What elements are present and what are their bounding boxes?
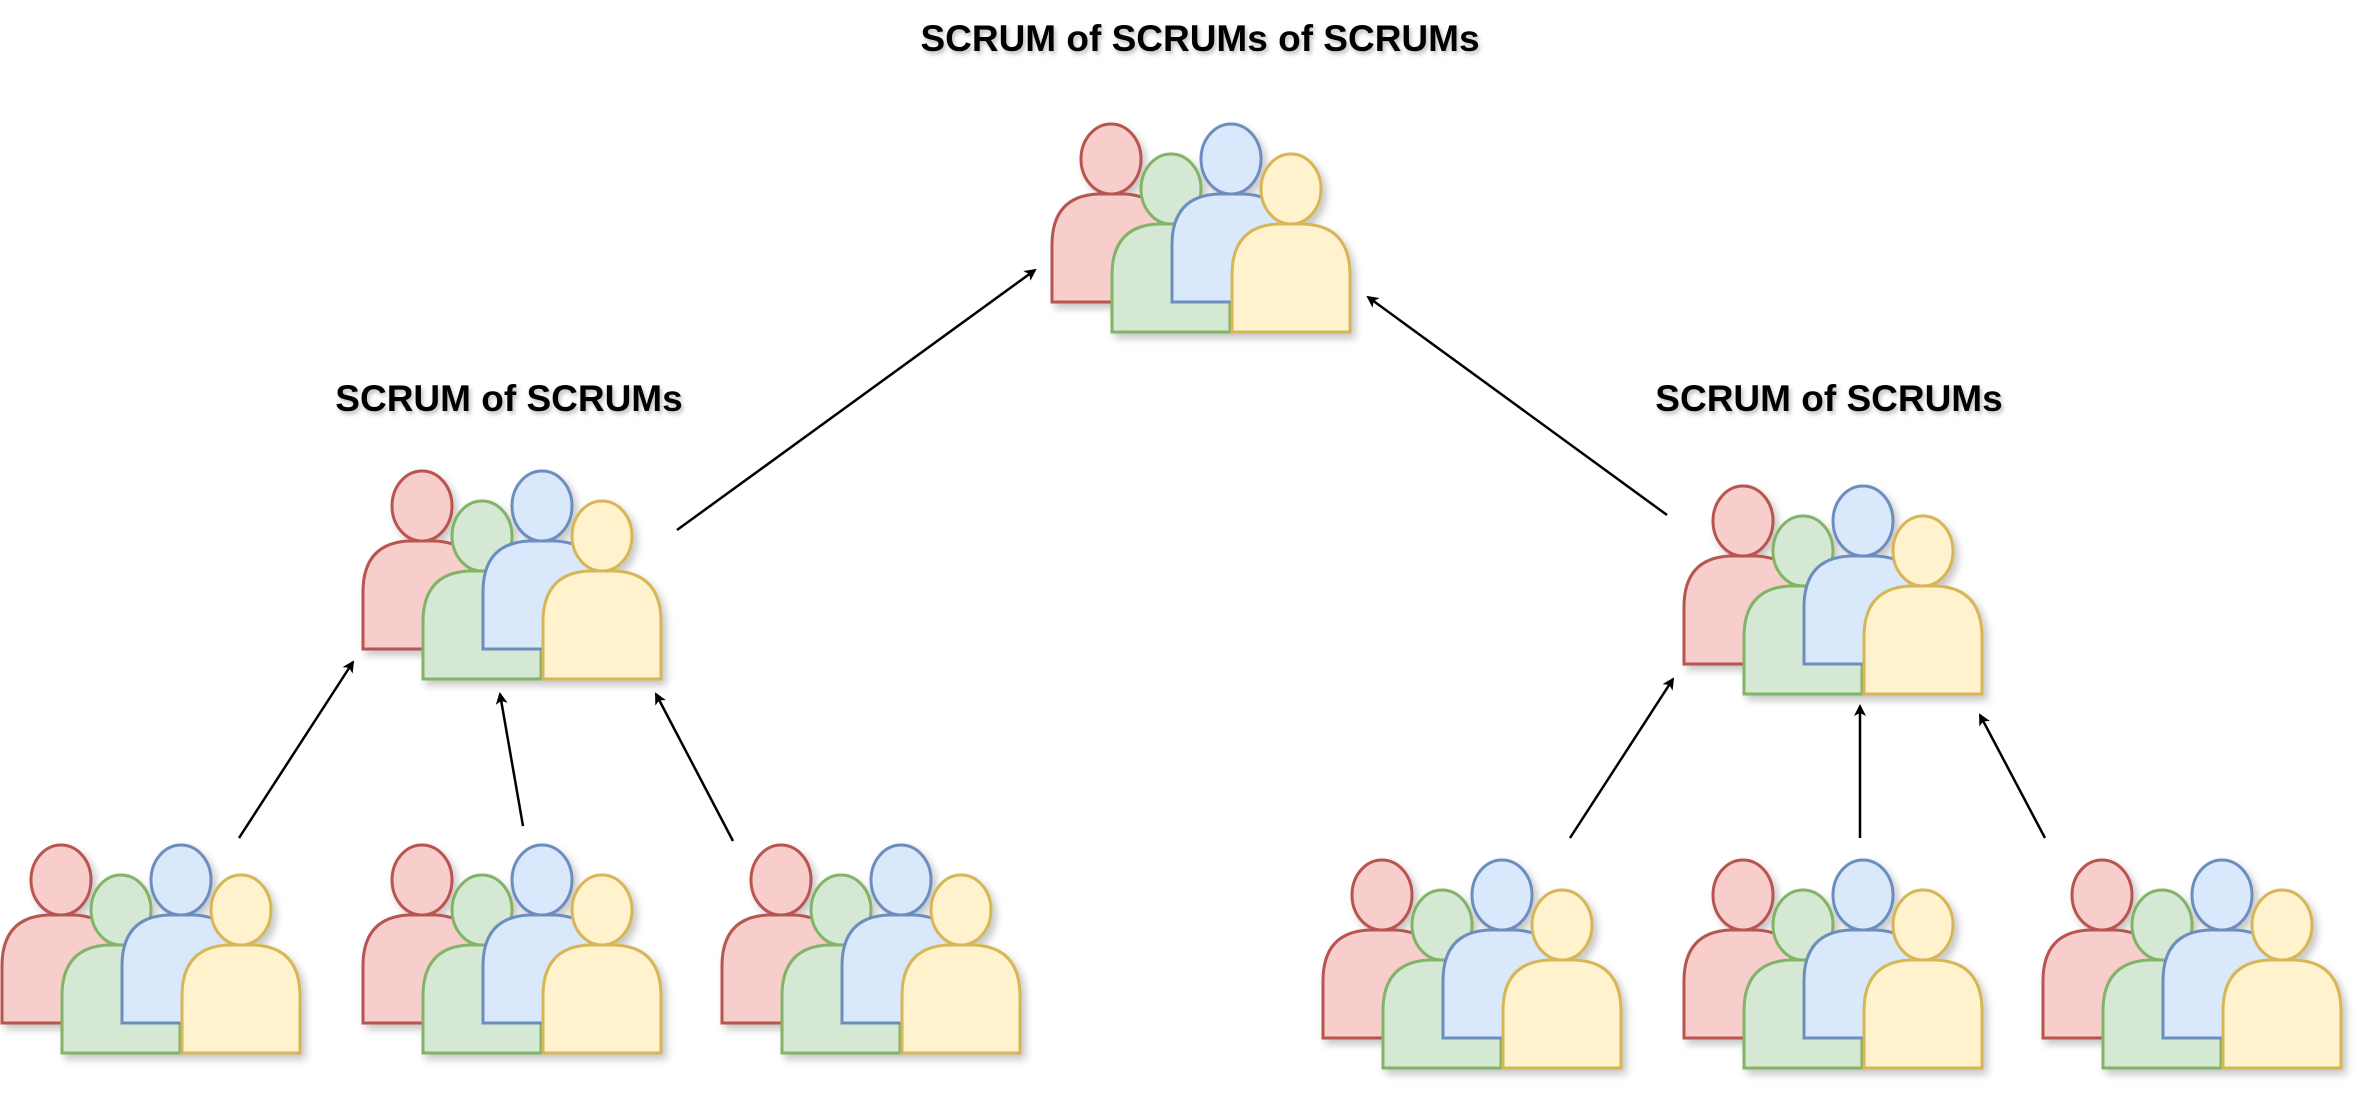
person-icon	[1862, 514, 1984, 696]
person-icon	[180, 873, 302, 1055]
person-icon	[1230, 152, 1352, 334]
person-icon	[1862, 888, 1984, 1070]
person-icon	[1501, 888, 1623, 1070]
arrow-right-mid-team-to-top-team	[1366, 295, 1668, 517]
person-icon	[900, 873, 1022, 1055]
left-mid-team-group-icon	[361, 469, 663, 681]
team-4-group-icon	[1321, 858, 1623, 1070]
team-6-group-icon	[2041, 858, 2343, 1070]
team-2-group-icon	[361, 843, 663, 1055]
arrow-team-6-to-right-mid-team	[1978, 713, 2047, 839]
team-5-group-icon	[1682, 858, 1984, 1070]
arrow-team-4-to-right-mid-team	[1568, 677, 1675, 839]
person-icon	[541, 873, 663, 1055]
right-mid-team-group-icon	[1682, 484, 1984, 696]
person-icon	[541, 499, 663, 681]
title-scrum-of-scrums-of-scrums: SCRUM of SCRUMs of SCRUMs	[920, 18, 1480, 59]
person-icon	[2221, 888, 2343, 1070]
arrow-team-1-to-left-mid-team	[237, 660, 355, 839]
arrow-team-2-to-left-mid-team	[495, 692, 525, 827]
title-right-scrum-of-scrums: SCRUM of SCRUMs	[1655, 378, 2003, 419]
person-icon	[361, 469, 483, 651]
title-left-scrum-of-scrums: SCRUM of SCRUMs	[335, 378, 683, 419]
top-team-group-icon	[1050, 122, 1352, 334]
arrow-team-3-to-left-mid-team	[654, 692, 735, 842]
arrow-left-mid-team-to-top-team	[676, 268, 1037, 532]
team-1-group-icon	[0, 843, 302, 1055]
team-3-group-icon	[720, 843, 1022, 1055]
